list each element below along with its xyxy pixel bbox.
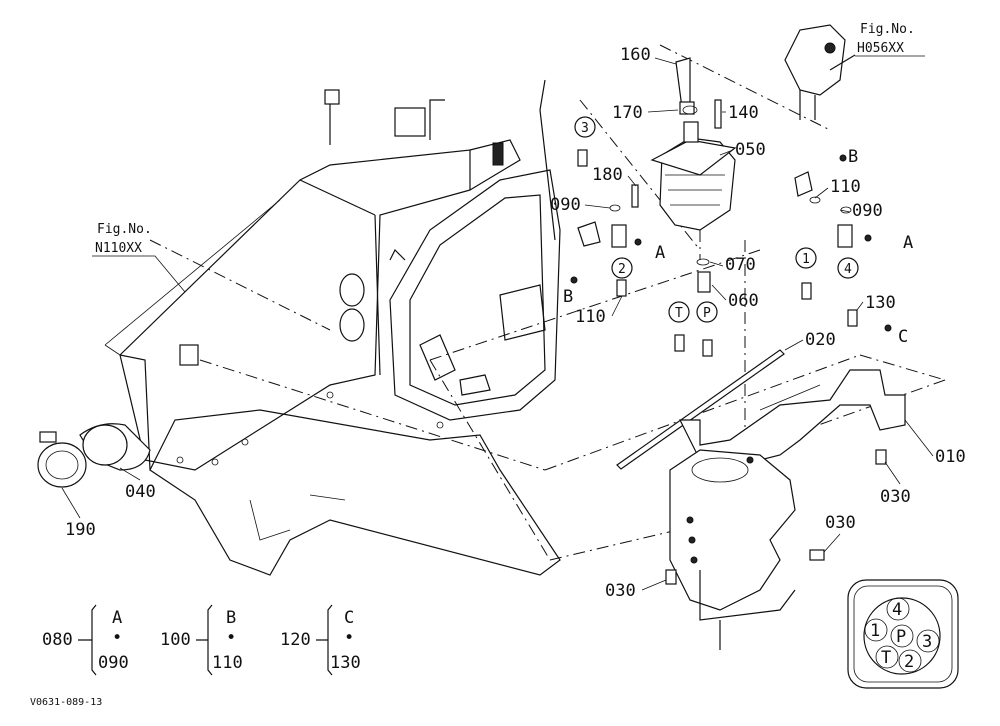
legend-120-dot: •: [344, 628, 354, 648]
set-legend: 080 A • 090 100 B • 110 120 C • 130: [42, 604, 361, 676]
part-label-170: 170: [612, 103, 643, 123]
circled-port-4: 4: [844, 262, 852, 277]
part-label-060: 060: [728, 291, 759, 311]
part-label-070: 070: [725, 255, 756, 275]
port-layout-3: 3: [922, 632, 932, 652]
port-layout-2: 2: [904, 652, 914, 672]
part-label-110-right: 110: [830, 177, 861, 197]
port-letter-b-upper: B: [848, 147, 858, 167]
part-label-140: 140: [728, 103, 759, 123]
legend-100-top: B: [226, 608, 236, 628]
fig-ref-h056xx-title: Fig.No.: [860, 22, 915, 37]
circled-port-p: P: [703, 306, 711, 321]
part-label-030-left: 030: [605, 581, 636, 601]
legend-item-100: 100 B • 110: [160, 604, 243, 676]
part-label-040: 040: [125, 482, 156, 502]
legend-item-080: 080 A • 090: [42, 604, 129, 676]
part-label-190: 190: [65, 520, 96, 540]
part-label-010: 010: [935, 447, 966, 467]
part-label-030-right: 030: [880, 487, 911, 507]
fig-ref-n110xx-title: Fig.No.: [97, 222, 152, 237]
mounting-bracket: [669, 449, 796, 650]
fig-ref-n110xx-code: N110XX: [95, 241, 142, 256]
port-letter-b-lower: B: [563, 287, 573, 307]
bolts-030: [665, 449, 887, 585]
drawing-code: V0631-089-13: [30, 697, 102, 708]
port-layout-1: 1: [870, 621, 880, 641]
port-letter-a-left: A: [655, 243, 665, 263]
circled-port-t: T: [675, 306, 683, 321]
legend-100-bottom: 110: [212, 653, 243, 673]
part-label-020: 020: [805, 330, 836, 350]
leader-lines: [149, 44, 946, 561]
legend-080-top: A: [112, 608, 122, 628]
circled-port-2: 2: [618, 262, 626, 277]
gasket-strip: [616, 349, 785, 470]
legend-part-120: 120: [280, 630, 311, 650]
part-label-030-mid: 030: [825, 513, 856, 533]
part-label-050: 050: [735, 140, 766, 160]
circled-ports: 3 2 1 4 T P: [574, 116, 859, 323]
legend-080-dot: •: [112, 628, 122, 648]
fig-ref-h056xx-code: H056XX: [857, 41, 904, 56]
port-layout-4: 4: [892, 600, 902, 620]
legend-100-dot: •: [226, 628, 236, 648]
figure-references: Fig.No. H056XX Fig.No. N110XX: [92, 22, 925, 293]
part-label-180: 180: [592, 165, 623, 185]
fittings: [570, 105, 892, 357]
circled-port-3: 3: [581, 121, 589, 136]
part-label-090-left: 090: [550, 195, 581, 215]
part-labels: 160 170 140 050 180 090 110 090 070 060 …: [65, 45, 966, 601]
circled-port-1: 1: [802, 252, 810, 267]
port-layout-t: T: [881, 648, 891, 668]
chassis-frame: [104, 79, 561, 576]
port-letter-c: C: [898, 327, 908, 347]
legend-120-top: C: [344, 608, 354, 628]
h056xx-sketch: [784, 24, 856, 120]
part-label-160: 160: [620, 45, 651, 65]
port-letters: B B A A C: [563, 147, 913, 347]
port-letter-a-right: A: [903, 233, 913, 253]
label-leaders: [61, 57, 934, 591]
part-label-090-right: 090: [852, 201, 883, 221]
hose-and-clamp: [37, 423, 151, 488]
port-layout-diagram: 4 1 P 3 T 2: [847, 579, 959, 689]
legend-part-080: 080: [42, 630, 73, 650]
control-valve: [631, 57, 746, 455]
legend-item-120: 120 C • 130: [280, 604, 361, 676]
legend-120-bottom: 130: [330, 653, 361, 673]
port-layout-p: P: [896, 627, 906, 647]
part-label-110-left: 110: [575, 307, 606, 327]
part-label-130: 130: [865, 293, 896, 313]
legend-part-100: 100: [160, 630, 191, 650]
bracket-010: [679, 369, 906, 466]
legend-080-bottom: 090: [98, 653, 129, 673]
